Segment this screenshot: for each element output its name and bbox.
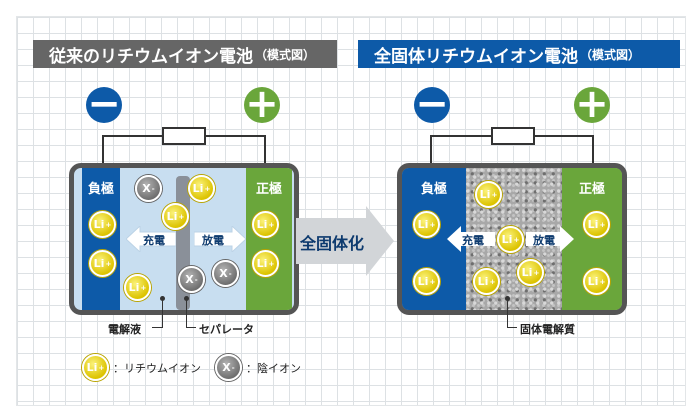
lithium-ion-icon: Li+: [517, 259, 544, 286]
electrolyte-pointer-line: [162, 298, 163, 328]
title-all-solid: 全固体リチウムイオン電池（模式図）: [358, 40, 680, 68]
lithium-ion-icon: Li+: [252, 211, 279, 238]
left-charge-arrow: [126, 226, 176, 252]
lithium-ion-icon: Li+: [188, 175, 215, 202]
right-resistor: [491, 127, 535, 145]
solid-electrolyte-callout: 固体電解質: [520, 323, 575, 336]
left-circuit-wire-right: [264, 135, 266, 168]
left-positive-label: 正極: [255, 182, 282, 197]
lithium-ion-icon: Li+: [583, 268, 610, 295]
title-conventional-sub: （模式図）: [255, 47, 316, 62]
right-circuit-wire-right: [592, 135, 594, 168]
lithium-ion-icon: Li+: [473, 268, 500, 295]
left-negative-terminal: −: [86, 81, 122, 127]
legend-lithium-label: ：リチウムイオン: [113, 361, 201, 375]
left-positive-terminal: +: [244, 81, 280, 127]
left-resistor: [162, 127, 206, 145]
left-battery: 負極 正極: [69, 163, 299, 315]
right-circuit-wire-left: [430, 135, 432, 168]
anion-icon: X-: [212, 260, 239, 287]
lithium-ion-icon: Li+: [124, 274, 151, 301]
solid-electrolyte-pointer-line: [507, 327, 517, 328]
lithium-ion-icon: Li+: [413, 211, 440, 238]
lithium-ion-icon: Li+: [475, 181, 502, 208]
right-negative-terminal: −: [414, 81, 450, 127]
transition-arrow: [296, 206, 394, 276]
solid-electrolyte-pointer-line: [507, 298, 508, 328]
right-negative-label: 負極: [420, 182, 447, 197]
left-positive-electrode: 正極: [246, 168, 292, 310]
right-charge-arrow: [447, 226, 495, 252]
electrolyte-callout: 電解液: [108, 323, 141, 336]
lithium-ion-icon: Li+: [82, 354, 109, 381]
legend-lithium-ion: Li+ ：リチウムイオン: [82, 354, 201, 381]
right-discharge-label: 放電: [533, 234, 555, 247]
lithium-ion-icon: Li+: [497, 226, 524, 253]
lithium-ion-icon: Li+: [413, 268, 440, 295]
anion-icon: X-: [135, 175, 162, 202]
transition-label: 全固体化: [300, 234, 365, 253]
anion-icon: X-: [178, 266, 205, 293]
anion-icon: X-: [215, 354, 242, 381]
left-circuit-wire-left: [102, 135, 104, 168]
left-discharge-label: 放電: [202, 234, 224, 247]
right-positive-terminal: +: [574, 81, 610, 127]
left-negative-electrode: 負極: [82, 168, 120, 310]
legend-anion-label: ：陰イオン: [246, 361, 301, 375]
separator-pointer-line: [186, 327, 196, 328]
electrolyte-pointer-line: [152, 327, 163, 328]
lithium-ion-icon: Li+: [89, 250, 116, 277]
lithium-ion-icon: Li+: [583, 211, 610, 238]
title-all-solid-sub: （模式図）: [580, 47, 641, 62]
left-charge-label: 充電: [143, 234, 165, 247]
left-negative-label: 負極: [87, 182, 114, 197]
title-conventional: 従来のリチウムイオン電池（模式図）: [33, 40, 337, 68]
lithium-ion-icon: Li+: [162, 203, 189, 230]
title-all-solid-main: 全固体リチウムイオン電池: [374, 46, 578, 67]
legend-anion: X- ：陰イオン: [215, 354, 301, 381]
lithium-ion-icon: Li+: [89, 211, 116, 238]
right-charge-label: 充電: [462, 234, 484, 247]
title-conventional-main: 従来のリチウムイオン電池: [49, 46, 253, 67]
lithium-ion-icon: Li+: [252, 250, 279, 277]
left-discharge-arrow: [194, 226, 246, 252]
separator-callout: セパレータ: [199, 323, 254, 336]
separator-pointer-line: [186, 298, 187, 328]
right-positive-label: 正極: [578, 182, 605, 197]
right-discharge-arrow: [526, 226, 574, 252]
